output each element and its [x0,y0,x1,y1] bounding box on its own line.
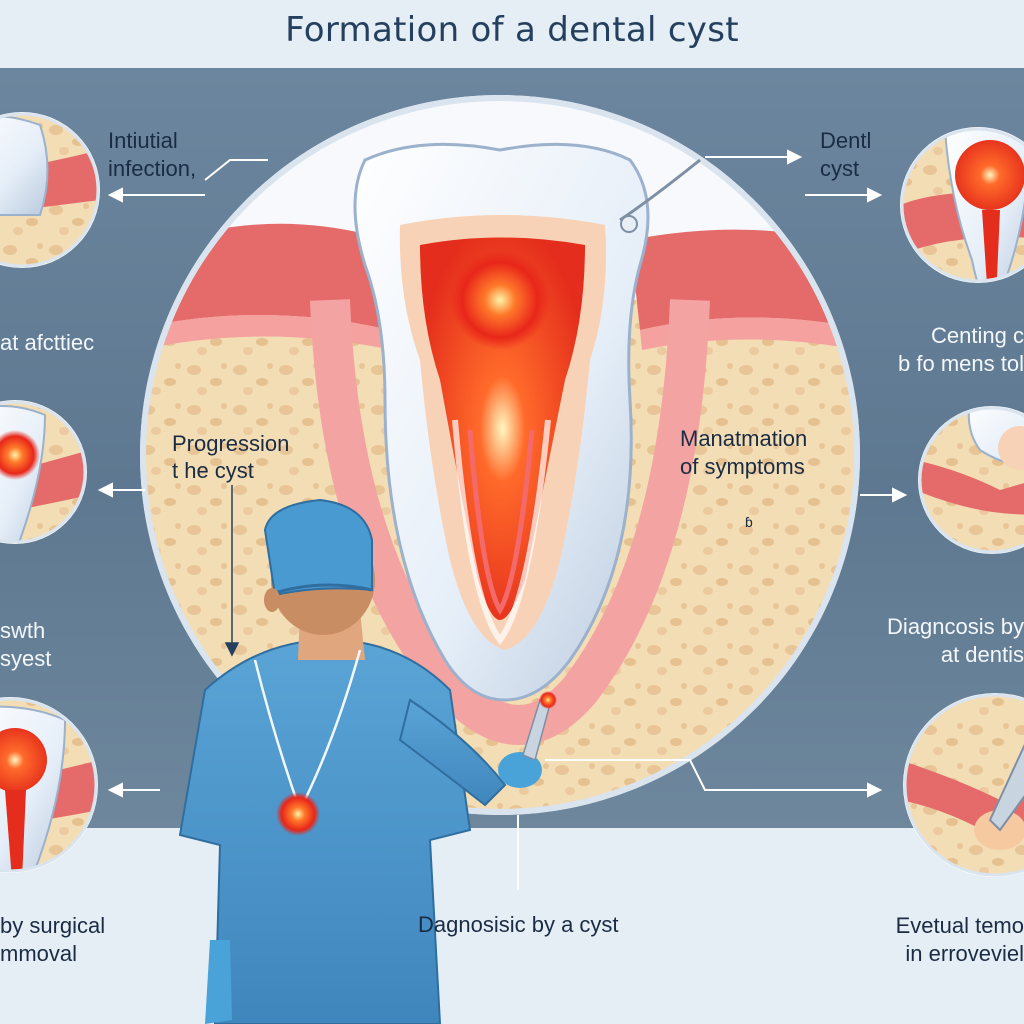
label-dental-cyst: Dentl cyst [820,128,872,181]
label-diagnosis-dentist: Diagncosis by at dentis [887,614,1024,667]
label-progression: Progression t he cyst [172,431,290,483]
stage-circle-mid-right [918,406,1024,554]
dentist-figure [178,498,557,1024]
page-title: Formation of a dental cyst [285,10,739,50]
arrow-icon [97,149,908,890]
label-eventual-removal: Evetual temo in erroveviel [895,913,1024,966]
label-diagnosis-cyst: Dagnosisic by a cyst [418,912,619,937]
label-small-mark: ɓ [745,514,753,530]
infection-glow-icon [276,792,320,836]
stage-circle-top-left [0,112,100,268]
label-surgical-removal: by surgical mmoval [0,913,106,966]
stage-circle-bottom-right [903,693,1024,877]
magnifier-circle [140,95,860,815]
arrow-icon-dark [224,485,240,657]
label-growth: swth syest [0,618,52,671]
label-initial-infection: Intiutial infection, [108,128,197,181]
stage-circle-top-right [900,127,1024,283]
stage-circle-mid-left [0,400,87,544]
label-manifestation: Manatmation of symptoms [680,426,808,479]
stage-circle-bottom-left [0,697,98,873]
label-at-afcttiec: at afcttiec [0,330,95,355]
label-centing: Centing c b fo mens tol [898,323,1024,376]
